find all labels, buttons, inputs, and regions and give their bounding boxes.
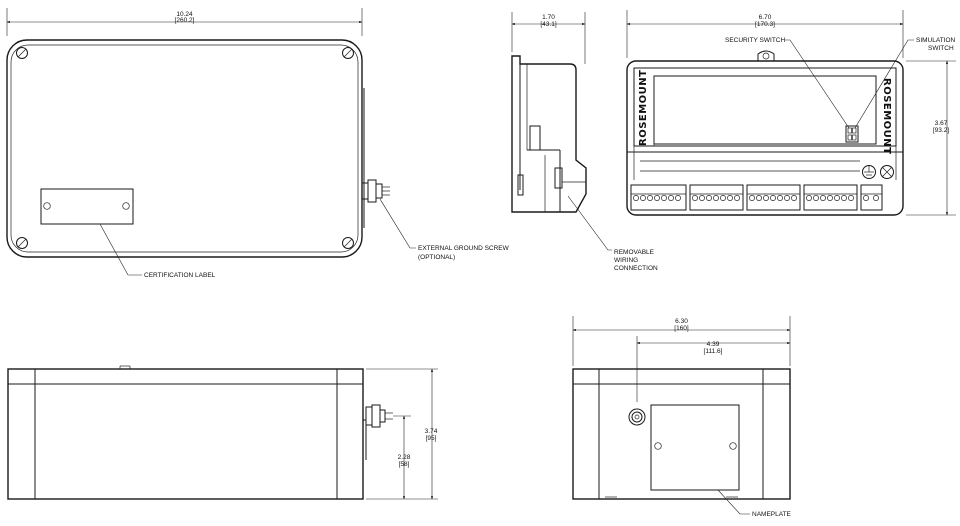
internal-height-inches: 3.67 (935, 120, 948, 127)
security-switch (847, 127, 852, 134)
security-switch-callout: SECURITY SWITCH (725, 37, 785, 44)
nameplate (650, 404, 740, 491)
bottom-view: 3.74 [95] 2.28 [58] (7, 365, 438, 500)
internal-upper-panel (633, 67, 897, 147)
grounding-screw-icon (880, 165, 894, 179)
internal-height-mm: [93.2] (933, 127, 949, 134)
certification-label-callout: CERTIFICATION LABEL (144, 272, 216, 279)
side-enclosure-outline (511, 55, 587, 213)
end-offset-inches: 4.39 (707, 341, 720, 348)
internal-housing-outline (626, 60, 904, 216)
brand-text-right: ROSEMOUNT (881, 78, 892, 155)
security-switch-leader (785, 39, 850, 129)
side-width-mm: [43.1] (540, 21, 556, 28)
removable-wiring-leader (567, 195, 612, 251)
simulation-switch-callout-1: SIMULATION (916, 37, 956, 44)
front-view: 10.24 [260.2] (6, 8, 510, 279)
brand-text-left: ROSEMOUNT (638, 70, 649, 147)
side-wiring-plug (554, 167, 563, 189)
switch-block (845, 125, 859, 143)
end-offset-mm: [111.6] (704, 348, 723, 355)
terminal-block-3 (746, 184, 801, 211)
terminal-block-4 (803, 184, 858, 211)
removable-wiring-callout-2: WIRING (614, 257, 638, 264)
nameplate-leader (717, 489, 750, 515)
side-width-inches: 1.70 (542, 14, 555, 21)
front-width-inches: 10.24 (176, 11, 193, 18)
nameplate-rivet-right (729, 442, 737, 450)
simulation-switch (852, 127, 857, 134)
internal-view: 6.70 [170.3] 3.67 [93.2] ROSEMOUNT ROSEM… (626, 10, 956, 216)
mounting-tab (757, 50, 775, 61)
ground-screw-optional-note: (OPTIONAL) (418, 254, 455, 261)
side-latch (529, 125, 541, 151)
internal-display-window (653, 75, 877, 145)
end-width-mm: [160] (674, 325, 689, 332)
removable-wiring-callout-1: REMOVABLE (614, 249, 655, 256)
nameplate-callout: NAMEPLATE (752, 511, 792, 518)
external-ground-screw (361, 179, 390, 203)
terminal-block-1 (630, 184, 687, 211)
front-width-mm: [260.2] (175, 17, 195, 24)
side-foot-clip (517, 174, 524, 196)
corner-screw-top-left (16, 47, 28, 59)
switch-lower-left (847, 134, 852, 141)
terminal-block-2 (689, 184, 744, 211)
nameplate-rivet-left (654, 442, 662, 450)
end-view: 6.30 [160] 4.39 [111.6] NAMEPLATE (572, 316, 792, 518)
bottom-height-inches: 3.74 (425, 428, 438, 435)
corner-screw-bottom-right (342, 237, 354, 249)
corner-screw-top-right (342, 47, 354, 59)
corner-screw-bottom-left (16, 237, 28, 249)
end-enclosure-outline (572, 368, 791, 500)
ground-screw-leader (379, 198, 416, 249)
screw-height-mm: [58] (399, 461, 410, 468)
switch-lower-right (852, 134, 857, 141)
end-ground-screw-icon (628, 408, 646, 426)
bottom-height-mm: [95] (426, 435, 437, 442)
terminal-block-5 (860, 184, 883, 211)
removable-wiring-callout-3: CONNECTION (614, 265, 658, 272)
certification-label-leader (99, 223, 142, 276)
end-width-inches: 6.30 (675, 318, 688, 325)
ground-screw-callout: EXTERNAL GROUND SCREW (418, 245, 510, 252)
simulation-switch-leader (854, 39, 914, 129)
side-view: 1.70 [43.1] REMOVABLE WIRING CONNECTION (511, 12, 658, 272)
ground-symbol-icon (862, 165, 876, 179)
internal-width-mm: [170.3] (755, 21, 775, 28)
label-rivet-right (122, 202, 130, 210)
front-enclosure-inner-edge (10, 44, 359, 253)
mounting-tab-hole (762, 52, 770, 60)
bottom-enclosure-outline (7, 368, 364, 500)
certification-label-plate (40, 188, 134, 225)
simulation-switch-callout-2: SWITCH (928, 45, 954, 52)
internal-width-inches: 6.70 (759, 14, 772, 21)
bottom-ground-screw (365, 404, 393, 428)
screw-height-inches: 2.28 (398, 454, 411, 461)
label-rivet-left (43, 202, 51, 210)
